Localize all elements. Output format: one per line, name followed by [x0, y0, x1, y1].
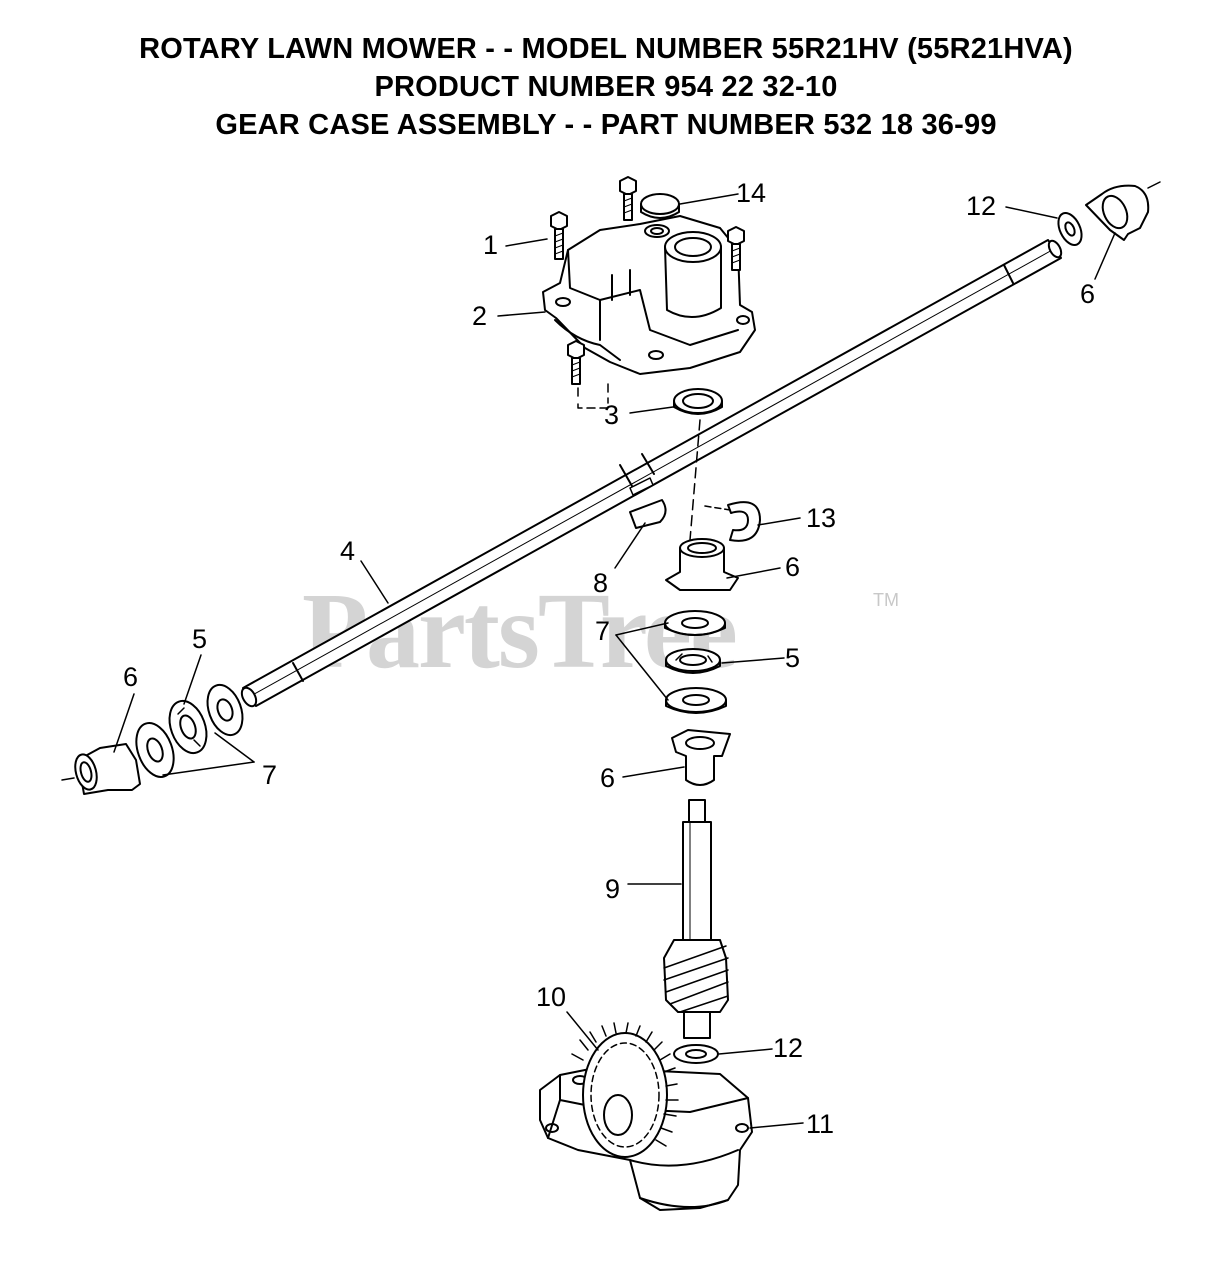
title-line-1: ROTARY LAWN MOWER - - MODEL NUMBER 55R21… — [139, 33, 1073, 65]
callout-9: 9 — [605, 874, 621, 904]
center-bushing-lower — [671, 729, 731, 786]
callout-11: 11 — [806, 1109, 835, 1139]
callout-2: 2 — [472, 301, 488, 331]
diagram-title: ROTARY LAWN MOWER - - MODEL NUMBER 55R21… — [0, 30, 1212, 144]
woodruff-key — [629, 499, 667, 529]
callout-7-left: 7 — [262, 760, 278, 790]
callout-13: 13 — [806, 503, 837, 533]
thrust-washer-top — [1057, 212, 1083, 246]
assembly-axis — [689, 419, 701, 541]
bolt-3 — [727, 226, 745, 271]
thrust-washer-bottom — [673, 1044, 719, 1064]
title-line-3: GEAR CASE ASSEMBLY - - PART NUMBER 532 1… — [215, 109, 997, 141]
helical-gear — [571, 1022, 679, 1158]
gear-case-cover — [542, 215, 756, 375]
watermark-trademark: TM — [873, 590, 899, 610]
callout-8: 8 — [593, 568, 609, 598]
vent-cap — [640, 193, 680, 219]
callout-7-center: 7 — [595, 616, 611, 646]
center-bushing-upper — [665, 538, 739, 591]
axle-bushing-right — [1085, 181, 1161, 241]
callout-6-lower: 6 — [600, 763, 616, 793]
callout-4: 4 — [340, 536, 356, 566]
bolt-4 — [567, 340, 585, 385]
callout-14: 14 — [736, 178, 767, 208]
callout-6-top-right: 6 — [1080, 279, 1096, 309]
callout-12-top: 12 — [966, 191, 997, 221]
callout-5-right: 5 — [785, 643, 801, 673]
axle-bushing-left — [61, 743, 141, 795]
bolt-2 — [619, 176, 637, 221]
callout-6-left: 6 — [123, 662, 139, 692]
callout-10: 10 — [536, 982, 567, 1012]
bolt-1 — [550, 211, 568, 260]
cover-bolts — [550, 176, 745, 409]
oil-seal — [673, 388, 723, 415]
left-washer-stack — [135, 683, 244, 778]
title-line-2: PRODUCT NUMBER 954 22 32-10 — [374, 71, 838, 103]
callout-6-upper: 6 — [785, 552, 801, 582]
callout-5-left: 5 — [192, 624, 208, 654]
retaining-ring — [704, 501, 761, 542]
callout-3: 3 — [604, 400, 620, 430]
callout-12-bottom: 12 — [773, 1033, 804, 1063]
callout-1: 1 — [483, 230, 499, 260]
axle-shaft — [240, 239, 1063, 708]
callout-leaders — [113, 193, 1116, 1129]
center-washer-stack — [664, 610, 727, 714]
worm-shaft — [663, 799, 729, 1039]
